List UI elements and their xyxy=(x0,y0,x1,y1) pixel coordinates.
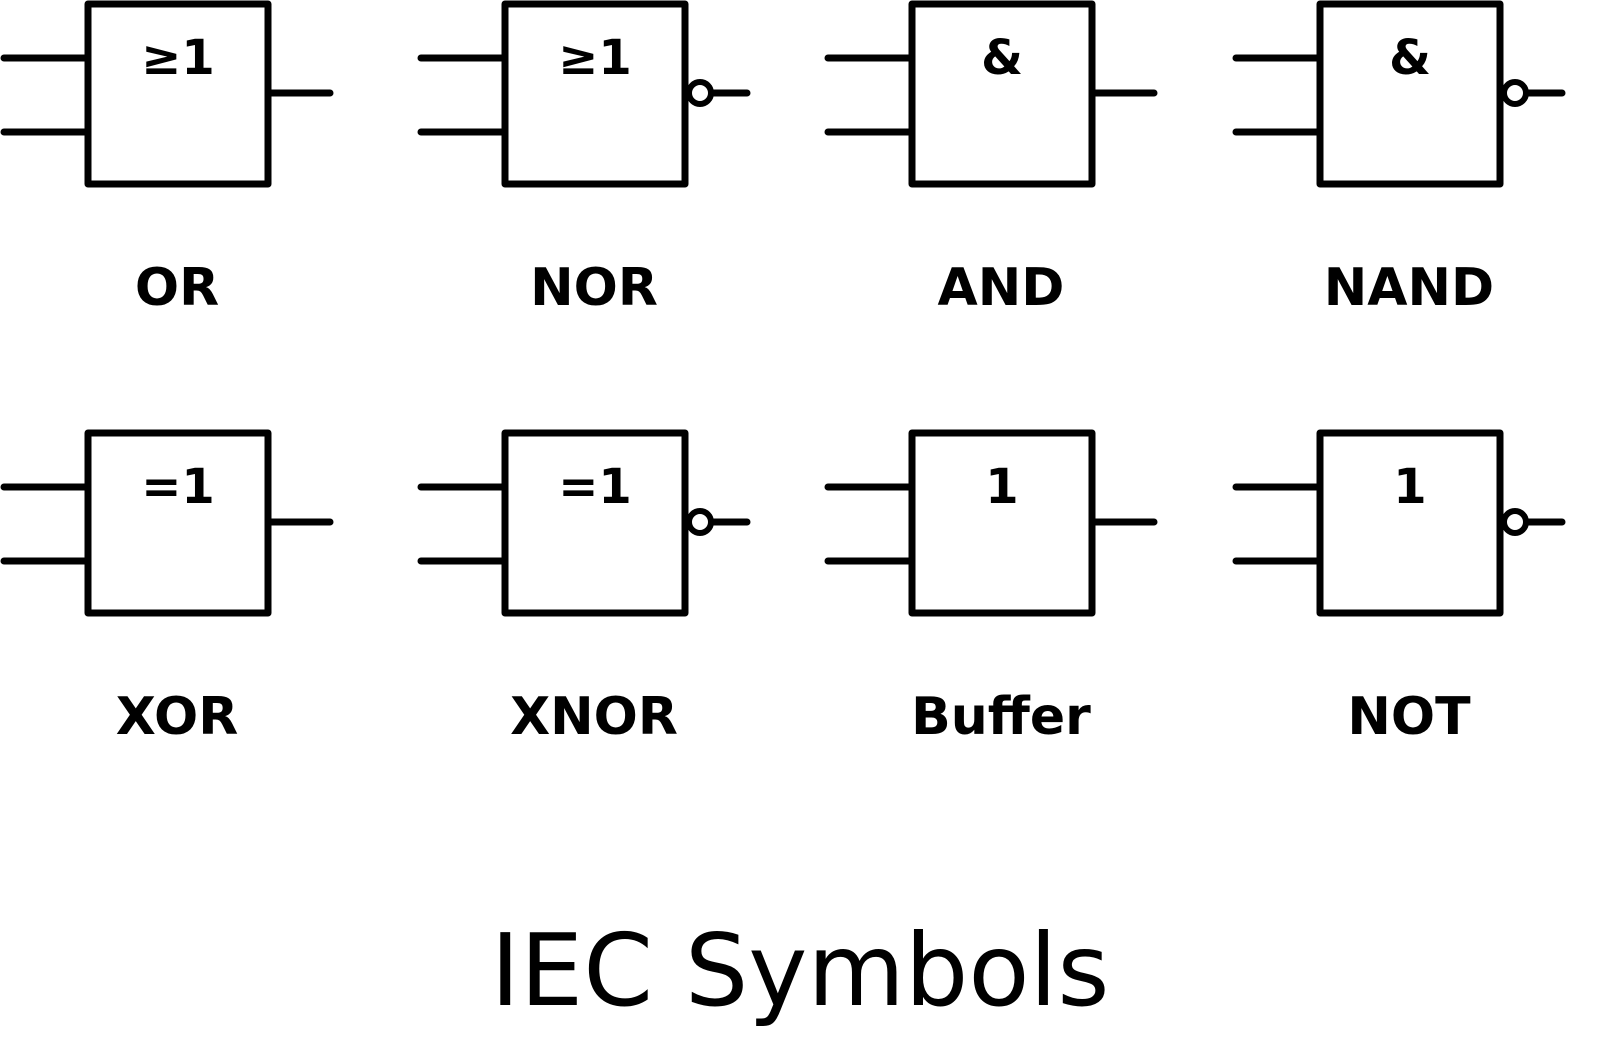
gate-label: Buffer xyxy=(911,687,1091,747)
diagram-title: IEC Symbols xyxy=(491,912,1110,1029)
inversion-bubble xyxy=(686,79,714,107)
gate-symbol: =1 xyxy=(558,459,632,515)
gate-box xyxy=(501,0,689,188)
gate-label: AND xyxy=(938,258,1065,318)
gate-symbol: ≥1 xyxy=(558,30,632,86)
gate-label: OR xyxy=(135,258,219,318)
gate-label: NOT xyxy=(1347,687,1471,747)
gate-label: XNOR xyxy=(510,687,678,747)
gate-label: NAND xyxy=(1324,258,1494,318)
gate-nand: & NAND xyxy=(1232,0,1566,318)
gate-symbol: =1 xyxy=(141,459,215,515)
gate-symbol: 1 xyxy=(1393,459,1426,515)
gate-symbol: & xyxy=(981,30,1023,86)
gate-symbol: & xyxy=(1389,30,1431,86)
gate-and: & AND xyxy=(824,0,1158,318)
gate-symbol: ≥1 xyxy=(141,30,215,86)
gate-symbol: 1 xyxy=(985,459,1018,515)
inversion-bubble xyxy=(1501,79,1529,107)
gate-box xyxy=(1316,0,1504,188)
gate-or: ≥1OR xyxy=(0,0,334,318)
gate-box xyxy=(1316,429,1504,617)
gate-label: NOR xyxy=(530,258,658,318)
inversion-bubble xyxy=(1501,508,1529,536)
gate-label: XOR xyxy=(116,687,238,747)
gate-box xyxy=(501,429,689,617)
inversion-bubble xyxy=(686,508,714,536)
